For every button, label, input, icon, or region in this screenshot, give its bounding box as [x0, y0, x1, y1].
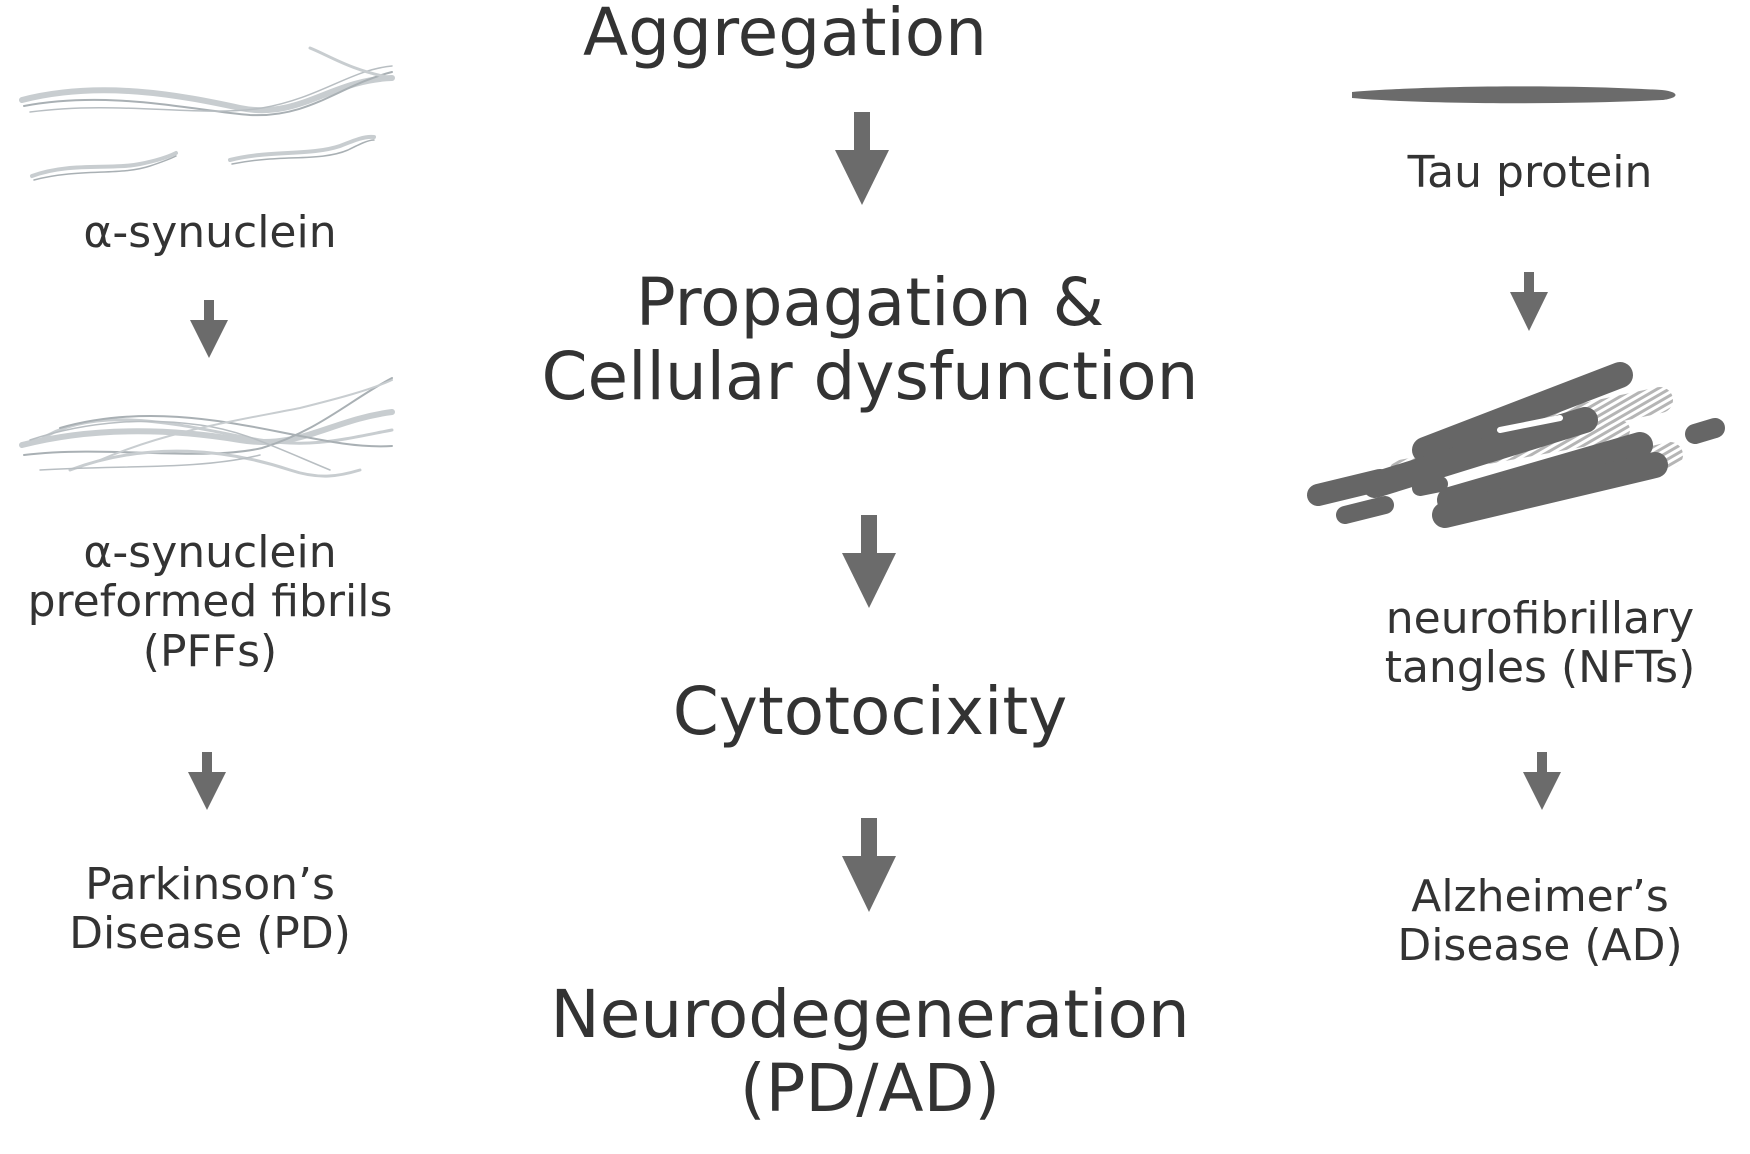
right-arrow-2 — [1523, 752, 1561, 810]
pd-label-line1: Parkinson’s — [85, 859, 335, 910]
pd-label-line2: Disease (PD) — [69, 908, 351, 960]
pff-label-line1: α-synuclein — [83, 527, 337, 578]
pff-label-line2: preformed fibrils — [27, 576, 393, 628]
step-neurodegeneration-line1: Neurodegeneration — [550, 976, 1190, 1053]
ad-label-line2: Disease (AD) — [1397, 920, 1683, 972]
pd-label: Parkinson’s Disease (PD) — [20, 860, 400, 959]
right-arrow-1 — [1510, 272, 1548, 331]
pff-label-line3: (PFFs) — [142, 625, 278, 677]
step-neurodegeneration: Neurodegeneration (PD/AD) — [520, 978, 1220, 1126]
step-cytotoxicity: Cytotocixity — [672, 673, 1068, 750]
pff-label: α-synuclein preformed fibrils (PFFs) — [0, 528, 420, 676]
nft-illustration — [1307, 362, 1725, 528]
center-arrow-3 — [842, 818, 896, 912]
step-neurodegeneration-line2: (PD/AD) — [739, 1049, 1001, 1127]
alpha-synuclein-label: α-synuclein — [83, 207, 337, 258]
step-aggregation: Aggregation — [583, 0, 987, 71]
nft-label-line2: tangles (NFTs) — [1384, 642, 1696, 694]
left-arrow-2 — [188, 752, 226, 810]
tau-protein-illustration — [1352, 86, 1676, 104]
tau-protein-label: Tau protein — [1407, 147, 1653, 198]
center-arrow-1 — [835, 112, 889, 205]
step-propagation-line1: Propagation & — [635, 264, 1105, 341]
alpha-synuclein-illustration — [19, 46, 395, 181]
alpha-synuclein-pff-illustration — [19, 377, 395, 478]
ad-label-line1: Alzheimer’s — [1411, 871, 1669, 922]
nft-label: neurofibrillary tangles (NFTs) — [1340, 594, 1740, 693]
step-propagation: Propagation & Cellular dysfunction — [520, 266, 1220, 414]
nft-label-line1: neurofibrillary — [1385, 593, 1695, 644]
step-propagation-line2: Cellular dysfunction — [541, 337, 1199, 415]
left-arrow-1 — [190, 300, 228, 358]
center-arrow-2 — [842, 515, 896, 608]
ad-label: Alzheimer’s Disease (AD) — [1350, 872, 1730, 971]
